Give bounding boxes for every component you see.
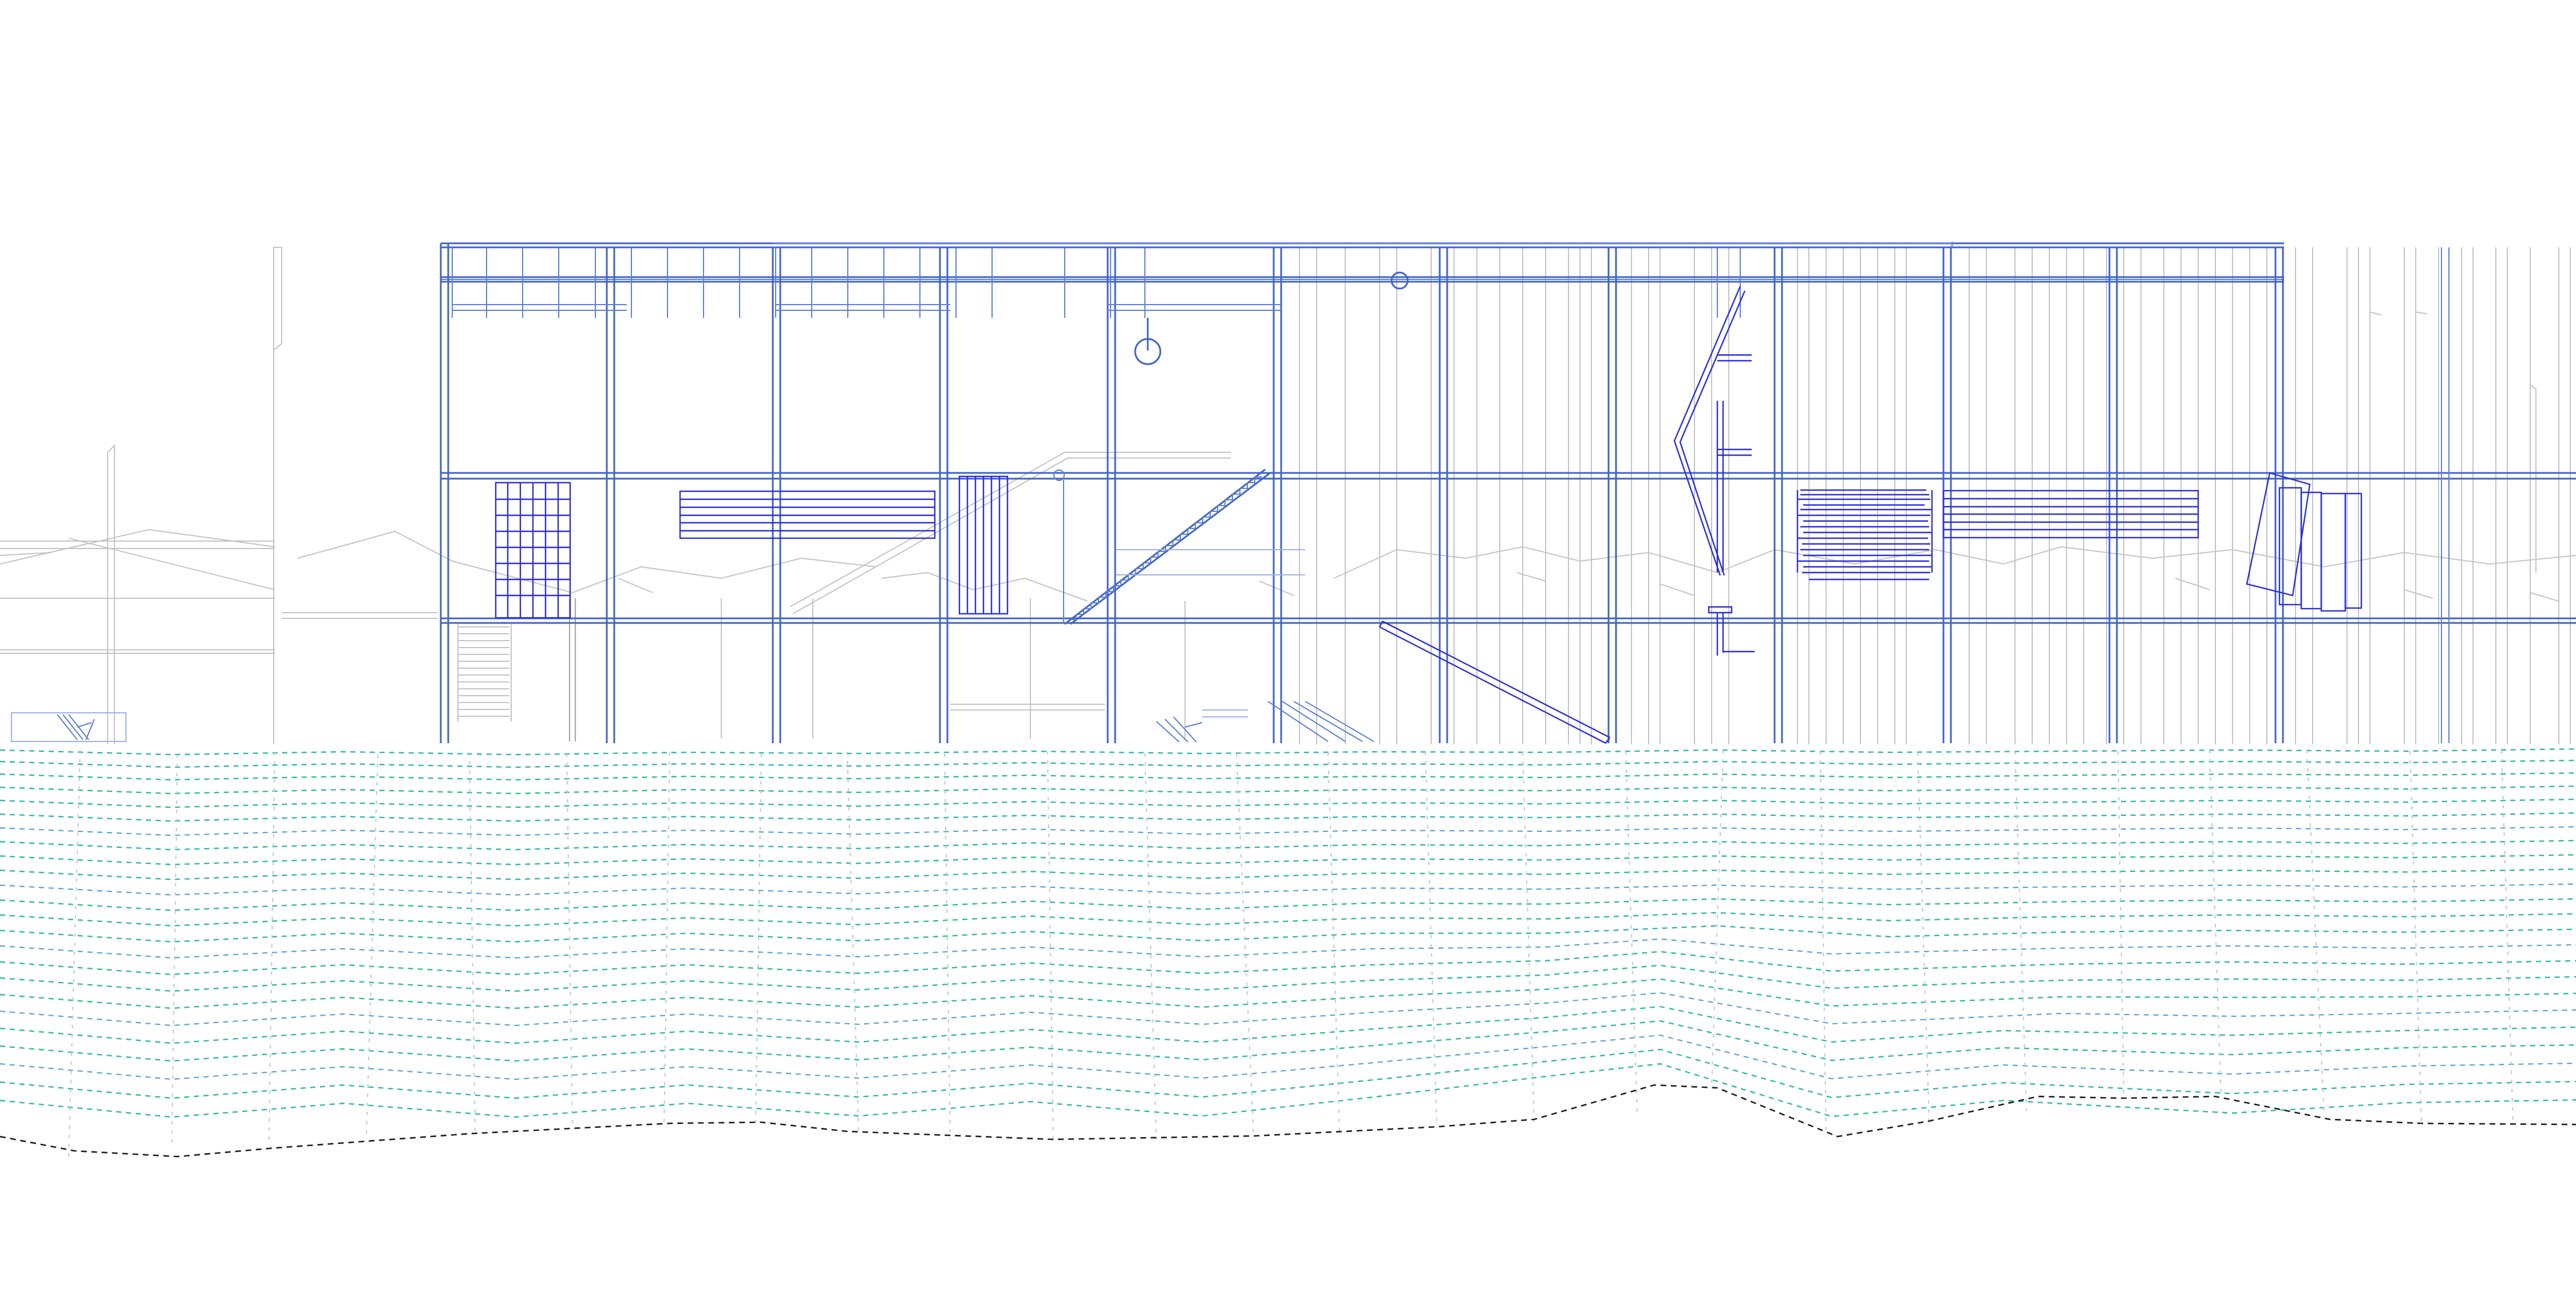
ceiling-fixture-icon <box>1390 271 1409 290</box>
hanging-mobile-sculpture <box>1673 286 1755 656</box>
grey-stair-hatch <box>457 624 512 721</box>
right-shelving-unit <box>1942 490 2199 539</box>
horizontal-shelving-unit <box>679 490 936 539</box>
background-context-lines <box>0 247 2576 744</box>
building-frame <box>440 242 2576 743</box>
terrain-contours <box>0 748 2576 1158</box>
leaning-beam <box>1378 620 1610 744</box>
bookshelf-grid <box>495 482 571 619</box>
background-mullions <box>1259 247 2576 744</box>
staircase <box>1064 468 1305 625</box>
stacked-book-shelves <box>1796 489 1933 581</box>
vertical-storage-rack <box>958 475 1009 615</box>
leaning-panels <box>2246 472 2362 612</box>
ground-line <box>0 1084 2576 1158</box>
lounge-chairs <box>11 701 1374 743</box>
